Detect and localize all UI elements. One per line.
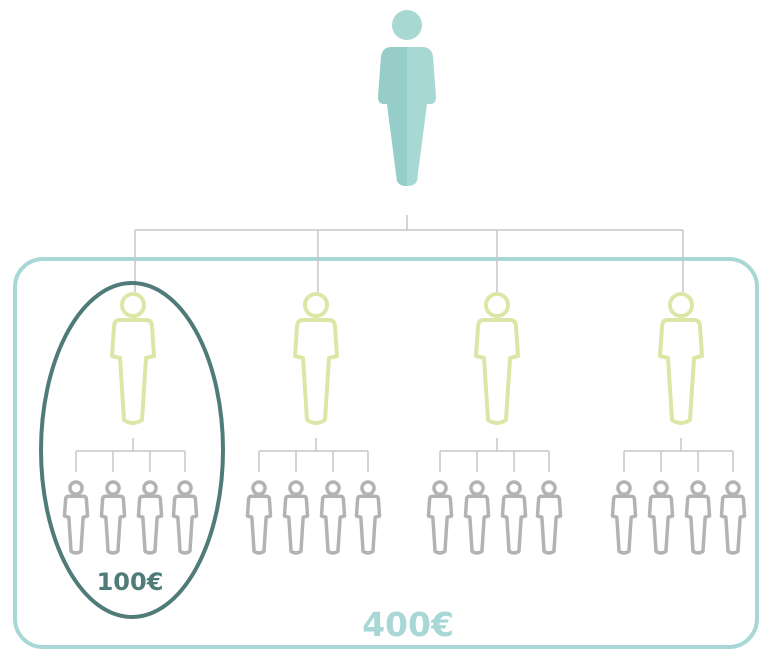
member-icon	[62, 480, 90, 555]
group-connector	[258, 438, 369, 472]
group-leader-icon	[293, 292, 339, 425]
group-1	[62, 292, 199, 555]
group-connector	[75, 438, 186, 472]
member-icon	[171, 480, 199, 555]
group-connector	[439, 438, 550, 472]
member-icon	[500, 480, 528, 555]
group-2	[245, 292, 382, 555]
group-3	[426, 292, 563, 555]
outer-frame	[13, 257, 759, 649]
member-icon	[647, 480, 675, 555]
member-icon	[282, 480, 310, 555]
group-leader-icon	[658, 292, 704, 425]
member-icon	[99, 480, 127, 555]
member-icon	[426, 480, 454, 555]
group-leader-icon	[110, 292, 156, 425]
member-icon	[684, 480, 712, 555]
member-icon	[535, 480, 563, 555]
member-icon	[354, 480, 382, 555]
group-amount-label: 100€	[97, 568, 164, 596]
member-icon	[136, 480, 164, 555]
top-connector	[134, 215, 684, 292]
member-icon	[719, 480, 747, 555]
highlight-ellipse	[39, 281, 225, 619]
top-person-icon	[378, 10, 436, 186]
group-connector	[623, 438, 734, 472]
member-icon	[463, 480, 491, 555]
member-icon	[245, 480, 273, 555]
member-icon	[610, 480, 638, 555]
member-icon	[319, 480, 347, 555]
group-4	[610, 292, 747, 555]
total-amount-label: 400€	[362, 605, 454, 644]
group-leader-icon	[474, 292, 520, 425]
